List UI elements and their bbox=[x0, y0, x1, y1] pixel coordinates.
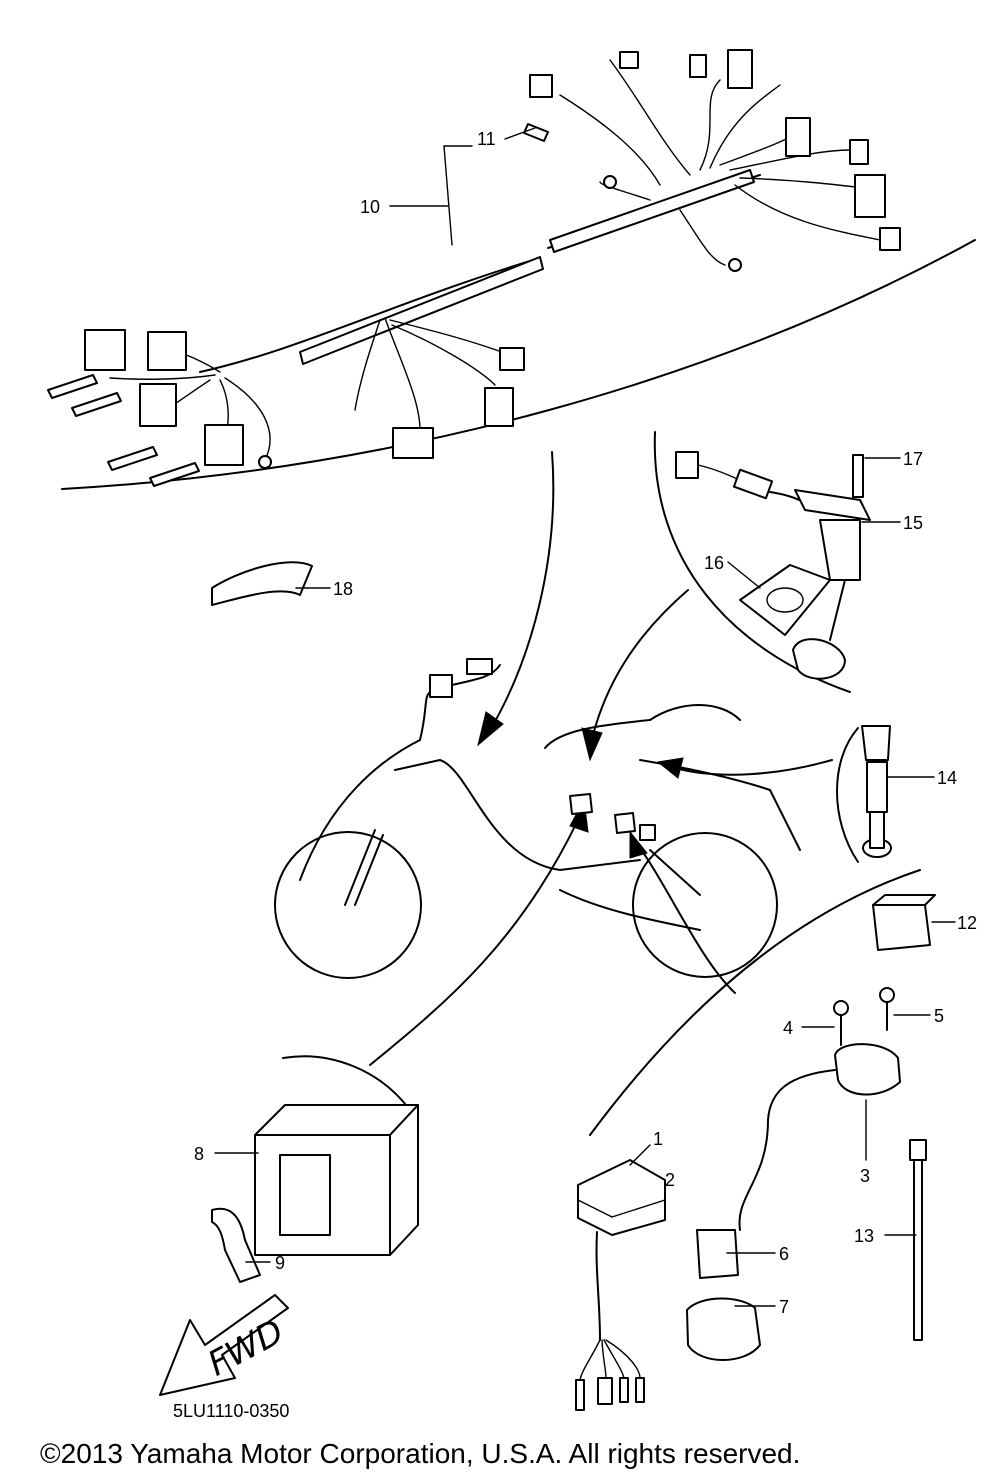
relay-illustration bbox=[872, 894, 936, 951]
wire-harness-illustration bbox=[47, 49, 901, 487]
callout-18: 18 bbox=[333, 579, 353, 599]
callout-5: 5 bbox=[934, 1006, 944, 1026]
callout-numbers: 1 2 3 4 5 6 7 8 9 10 11 12 13 14 15 16 1… bbox=[194, 129, 977, 1317]
callout-7: 7 bbox=[779, 1297, 789, 1317]
battery-illustration bbox=[211, 1104, 419, 1283]
callout-13: 13 bbox=[854, 1226, 874, 1246]
protector-sheet-illustration bbox=[211, 561, 313, 606]
switch-illustration bbox=[861, 725, 892, 858]
callout-1: 1 bbox=[653, 1129, 663, 1149]
fwd-direction-arrow: FWD bbox=[159, 1294, 290, 1396]
callout-6: 6 bbox=[779, 1244, 789, 1264]
drawing-code: 5LU1110-0350 bbox=[173, 1401, 289, 1421]
copyright-notice: ©2013 Yamaha Motor Corporation, U.S.A. A… bbox=[40, 1438, 800, 1469]
motorcycle-illustration bbox=[274, 658, 801, 979]
screw-illustrations bbox=[833, 987, 895, 1046]
callout-11: 11 bbox=[477, 129, 496, 149]
cable-tie-illustration bbox=[909, 1139, 927, 1341]
cdi-unit-illustration bbox=[575, 1159, 666, 1411]
fuse-illustration bbox=[523, 123, 549, 142]
callout-10: 10 bbox=[360, 197, 380, 217]
pointer-arrows bbox=[369, 451, 833, 1066]
callout-14: 14 bbox=[937, 768, 957, 788]
callout-9: 9 bbox=[275, 1253, 285, 1273]
callout-4: 4 bbox=[783, 1018, 793, 1038]
callout-16: 16 bbox=[704, 553, 724, 573]
callout-12: 12 bbox=[957, 913, 977, 933]
fuel-sender-illustration bbox=[675, 451, 871, 680]
callout-17: 17 bbox=[903, 449, 923, 469]
callout-3: 3 bbox=[860, 1166, 870, 1186]
ignition-coil-illustration bbox=[686, 1043, 901, 1361]
callout-15: 15 bbox=[903, 513, 923, 533]
callout-2: 2 bbox=[665, 1170, 675, 1190]
callout-8: 8 bbox=[194, 1144, 204, 1164]
callout-leaders bbox=[214, 127, 956, 1307]
